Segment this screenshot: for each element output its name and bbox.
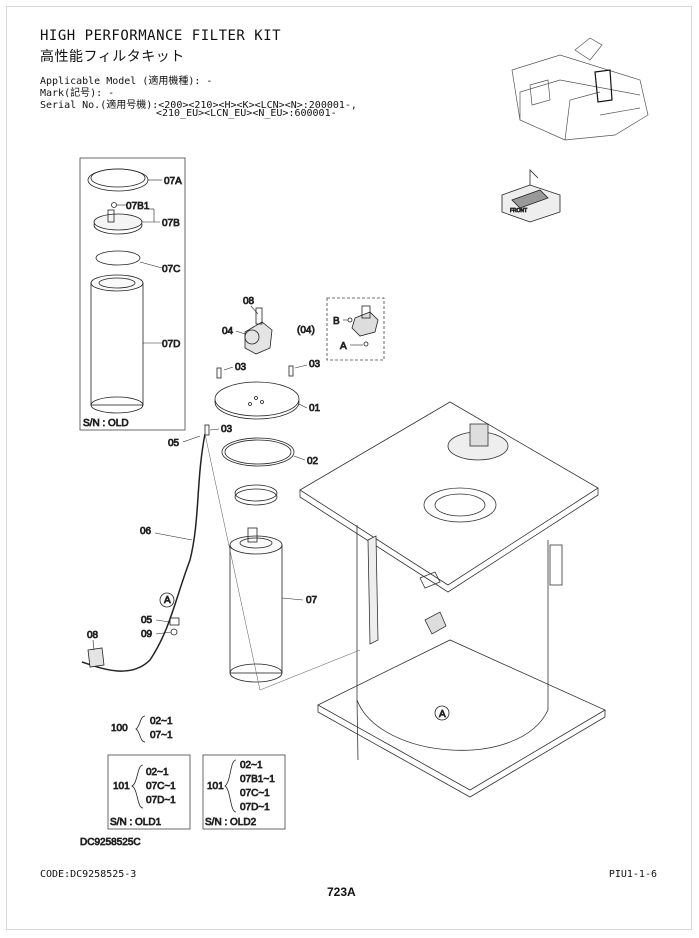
fittings-bottom bbox=[87, 617, 180, 668]
kit-100-number: 100 bbox=[111, 723, 128, 734]
kit-101-old1-item-2: 07C~1 bbox=[146, 781, 176, 792]
tank-reference-circle-A bbox=[434, 705, 450, 721]
kit-101-old2-caption: S/N : OLD2 bbox=[205, 817, 257, 828]
inset-04-label-B: B bbox=[333, 316, 340, 327]
mark-line: Mark(記号): - bbox=[40, 88, 115, 99]
footer-code: CODE:DC9258525-3 bbox=[40, 869, 137, 880]
hydraulic-tank bbox=[299, 401, 606, 798]
kit-101-old1-brace bbox=[131, 764, 144, 809]
hose-06 bbox=[81, 433, 206, 672]
callout-leaders bbox=[92, 305, 308, 651]
callout-05-b: 05 bbox=[141, 615, 153, 626]
head-assembly-04 bbox=[244, 307, 273, 355]
callout-03-c: 03 bbox=[221, 424, 233, 435]
element-07 bbox=[229, 527, 283, 683]
kit-101-old2-frame bbox=[202, 754, 286, 830]
inset-old-leaders bbox=[117, 179, 163, 344]
inset-04-part bbox=[347, 305, 379, 347]
cover-01 bbox=[214, 381, 300, 420]
callout-08-bottom: 08 bbox=[87, 630, 99, 641]
kit-101-old1-number: 101 bbox=[113, 781, 130, 792]
kit-100-item-1: 02~1 bbox=[150, 716, 173, 727]
kit-101-old1-caption: S/N : OLD1 bbox=[110, 817, 162, 828]
callout-08-top: 08 bbox=[243, 296, 255, 307]
dash-guide bbox=[204, 433, 361, 691]
callout-06: 06 bbox=[140, 526, 152, 537]
callout-A: A bbox=[164, 595, 171, 606]
kit-101-old1-item-1: 02~1 bbox=[146, 767, 169, 778]
inset-04-frame bbox=[326, 297, 385, 361]
page-subtitle: 高性能フィルタキット bbox=[40, 49, 185, 65]
kit-101-old2-item-1: 02~1 bbox=[240, 760, 263, 771]
callout-02: 02 bbox=[307, 456, 319, 467]
oring-02 bbox=[221, 437, 295, 467]
label-07D: 07D bbox=[162, 339, 180, 350]
inset-04-caption: (04) bbox=[297, 325, 315, 336]
callout-01: 01 bbox=[309, 403, 321, 414]
bolts-03 bbox=[204, 365, 294, 436]
inset-old-caption: S/N : OLD bbox=[83, 418, 129, 429]
callout-05-a: 05 bbox=[168, 438, 180, 449]
serial-line-2: <210_EU><LCN_EU><N_EU>:600001- bbox=[156, 108, 337, 119]
kit-101-old2-brace bbox=[224, 759, 237, 813]
footer-page-id: PIU1-1-6 bbox=[608, 869, 657, 880]
kit-101-old1-item-3: 07D~1 bbox=[146, 795, 176, 806]
applicable-model: Applicable Model (適用機種): - bbox=[40, 76, 213, 87]
inset-old-parts bbox=[87, 168, 149, 414]
kit-101-old2-item-2: 07B1~1 bbox=[240, 774, 275, 785]
label-07B: 07B bbox=[162, 218, 180, 229]
callout-03-b: 03 bbox=[309, 359, 321, 370]
machine-thumbnail bbox=[511, 37, 649, 141]
label-07C: 07C bbox=[162, 264, 180, 275]
kit-101-old1-frame bbox=[107, 754, 191, 830]
reference-circle-A bbox=[159, 592, 175, 608]
drawing-code: DC9258525C bbox=[80, 837, 141, 848]
front-icon-label: FRONT bbox=[510, 208, 527, 214]
kit-100-item-2: 07~1 bbox=[150, 730, 173, 741]
page-frame bbox=[6, 6, 692, 930]
kit-101-old2-item-3: 07C~1 bbox=[240, 788, 270, 799]
callout-09: 09 bbox=[141, 629, 153, 640]
footer-page-number: 723A bbox=[327, 885, 356, 899]
kit-100-brace bbox=[135, 715, 146, 743]
callout-03-a: 03 bbox=[235, 362, 247, 373]
serial-line-1: Serial No.(適用号機):<200><210><H><K><LCN><N… bbox=[40, 100, 357, 111]
callout-04: 04 bbox=[222, 326, 234, 337]
callout-07: 07 bbox=[306, 595, 318, 606]
inset-04-label-A: A bbox=[340, 341, 347, 352]
kit-101-old2-number: 101 bbox=[207, 781, 224, 792]
label-07A: 07A bbox=[164, 176, 182, 187]
kit-101-old2-item-4: 07D~1 bbox=[240, 802, 270, 813]
page-title: HIGH PERFORMANCE FILTER KIT bbox=[40, 28, 282, 44]
label-07B1: 07B1 bbox=[126, 201, 150, 212]
tank-callout-A: A bbox=[439, 709, 446, 720]
spring-ring bbox=[234, 484, 278, 506]
inset-old-frame bbox=[79, 157, 186, 431]
front-direction-icon: FRONT bbox=[501, 169, 561, 223]
